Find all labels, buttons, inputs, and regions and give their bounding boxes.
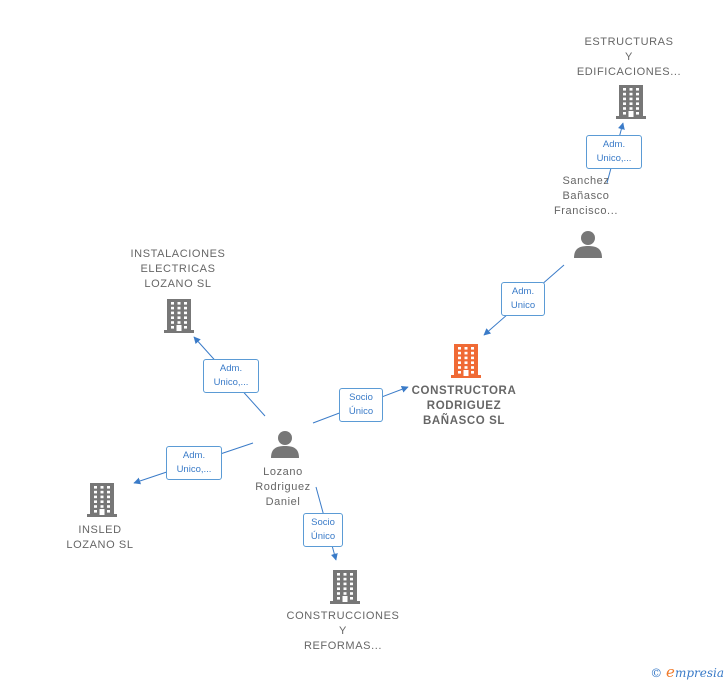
building-icon-construcciones[interactable] [330,570,360,609]
role-badge-line: Unico,... [213,377,249,388]
role-badge-line: Unico,... [176,464,212,475]
role-badge-line: Único [310,531,336,542]
node-label-line: Sanchez [562,175,610,187]
node-label-line: ESTRUCTURAS [584,36,674,48]
node-label-line: Y [625,51,633,63]
node-label-line: INSLED [78,524,122,536]
node-label-line: ELECTRICAS [140,263,216,275]
building-icon-constructora[interactable] [451,344,481,383]
node-label-line: EDIFICACIONES... [576,66,682,78]
node-label-insled[interactable]: INSLED LOZANO SL [66,523,133,553]
role-badge-line: Socio [311,517,335,528]
node-label-line: RODRIGUEZ [426,400,502,412]
role-badge-line: Adm. [511,286,535,297]
node-label-line: Y [339,625,347,637]
role-badge-sanchez-estructuras[interactable]: Adm. Unico,... [586,135,642,169]
node-label-instalaciones[interactable]: INSTALACIONES ELECTRICAS LOZANO SL [130,247,225,292]
copyright-icon: © [650,666,663,680]
role-badge-line: Único [348,406,374,417]
node-label-line: INSTALACIONES [130,248,226,260]
node-label-line: Bañasco [562,190,610,202]
node-label-line: Francisco... [553,205,619,217]
node-label-line: Rodriguez [255,481,311,493]
node-label-construcciones[interactable]: CONSTRUCCIONES Y REFORMAS... [287,609,400,654]
empresia-brand: © empresia [650,663,724,681]
node-label-line: LOZANO SL [66,539,134,551]
node-label-line: LOZANO SL [144,278,212,290]
brand-name: mpresia [674,666,724,680]
brand-initial: e [666,663,675,681]
person-icon-sanchez[interactable] [574,230,602,263]
role-badge-line: Unico,... [596,153,632,164]
node-label-line: CONSTRUCCIONES [286,610,400,622]
node-label-line: BAÑASCO SL [422,415,506,427]
node-label-line: REFORMAS... [303,640,383,652]
role-badge-line: Unico [510,300,536,311]
node-label-line: Lozano [263,466,303,478]
node-label-line: Daniel [265,496,301,508]
node-label-constructora[interactable]: CONSTRUCTORA RODRIGUEZ BAÑASCO SL [412,384,517,429]
role-badge-line: Adm. [219,363,243,374]
role-badge-lozano-instalaciones[interactable]: Adm. Unico,... [203,359,259,393]
role-badge-sanchez-constructora[interactable]: Adm. Unico [501,282,545,316]
role-badge-lozano-insled[interactable]: Adm. Unico,... [166,446,222,480]
role-badge-line: Adm. [602,139,626,150]
role-badge-line: Socio [349,392,373,403]
building-icon-insled[interactable] [87,483,117,522]
building-icon-instalaciones[interactable] [164,299,194,338]
node-label-line: CONSTRUCTORA [411,385,517,397]
person-icon-lozano[interactable] [271,430,299,463]
building-icon-estructuras[interactable] [616,85,646,124]
role-badge-line: Adm. [182,450,206,461]
node-label-estructuras[interactable]: ESTRUCTURAS Y EDIFICACIONES... [577,35,681,80]
